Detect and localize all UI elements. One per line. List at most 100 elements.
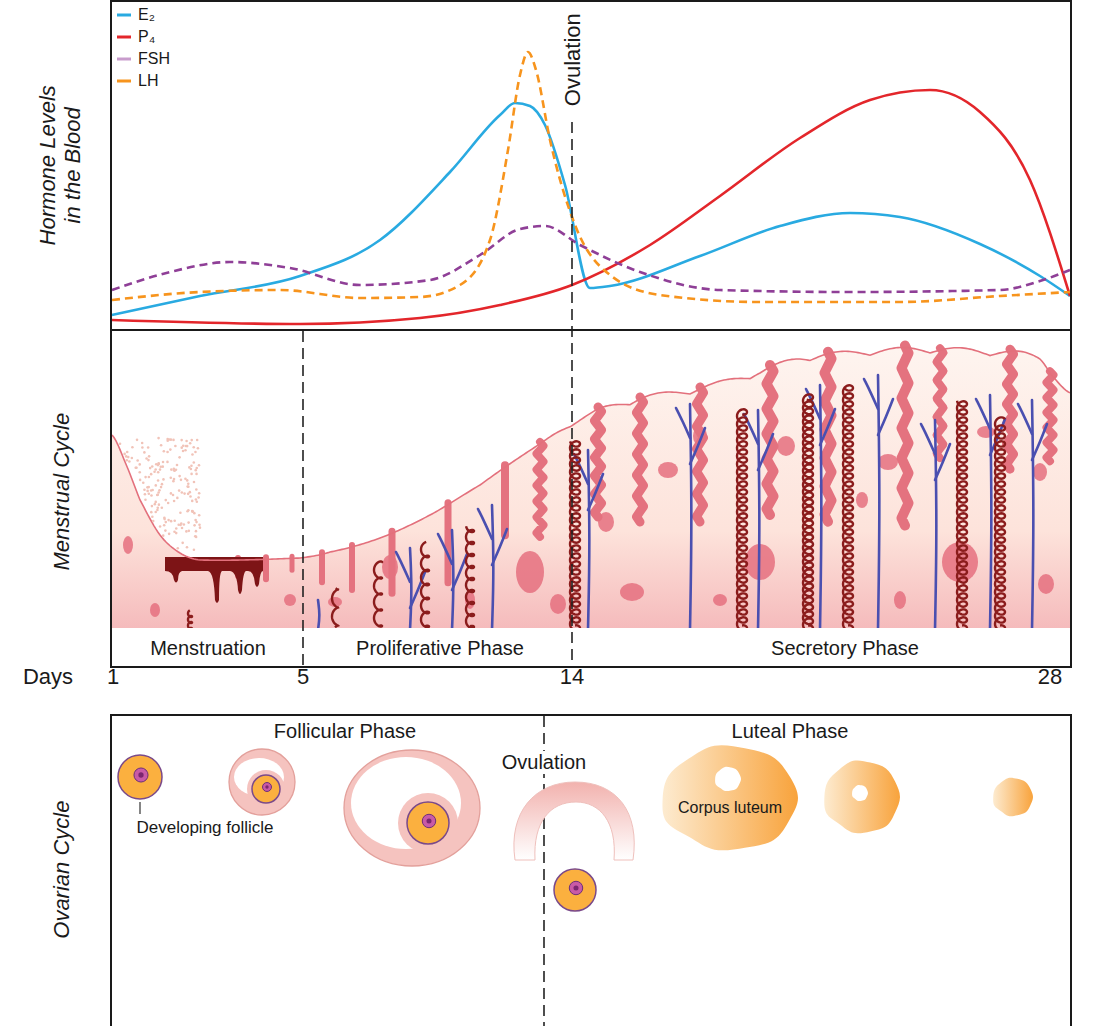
shed-tissue	[180, 446, 183, 449]
uterine-gland	[937, 348, 944, 458]
legend-swatch	[116, 32, 132, 42]
shed-tissue	[150, 494, 153, 497]
phase-markers	[303, 122, 572, 1026]
oocyte	[407, 802, 449, 844]
uterine-gland	[501, 465, 509, 535]
vein	[921, 420, 950, 628]
oocyte-nucleus	[134, 768, 148, 782]
shed-tissue	[195, 488, 198, 491]
shed-tissue	[190, 465, 193, 468]
shed-tissue	[196, 439, 199, 442]
shed-tissue	[193, 524, 196, 527]
spiral-artery	[466, 526, 474, 628]
shed-tissue	[139, 479, 142, 482]
shed-tissue	[191, 510, 194, 513]
shed-tissue	[154, 503, 157, 506]
event-label: Ovulation	[559, 14, 584, 107]
menstrual-blood	[165, 557, 263, 603]
shed-tissue	[186, 479, 189, 482]
hormone-curve	[112, 52, 1070, 302]
shed-tissue	[187, 485, 190, 488]
vein-branch	[935, 444, 950, 480]
axis-title: Hormone Levels in the Blood	[35, 79, 86, 251]
stroma-cell	[713, 594, 727, 606]
vein-branch	[864, 379, 878, 409]
shed-tissue	[185, 530, 188, 533]
shed-tissue	[143, 451, 146, 454]
leader-line	[139, 802, 140, 814]
vein	[864, 375, 893, 628]
vein-branch	[758, 434, 773, 470]
shed-tissue	[195, 467, 198, 470]
corpus-luteum-cavity	[715, 767, 741, 791]
legend-swatch	[116, 76, 132, 86]
oocyte-nucleus	[263, 783, 272, 792]
shed-tissue	[192, 446, 195, 449]
shed-tissue	[159, 525, 162, 528]
nucleolus	[138, 772, 143, 777]
shed-tissue	[198, 464, 201, 467]
legend-entry: E₂	[116, 4, 170, 26]
shed-tissue	[194, 535, 197, 538]
vein-branch	[588, 450, 589, 628]
shed-tissue	[163, 524, 166, 527]
shed-tissue	[126, 451, 129, 454]
legend-label: E₂	[138, 6, 155, 24]
panel-frame: Ovarian CycleFollicular PhaseOvulationLu…	[110, 714, 1072, 1026]
spiral-artery	[843, 385, 853, 628]
shed-tissue	[156, 493, 159, 496]
shed-tissue	[127, 456, 130, 459]
stroma-cell	[894, 591, 906, 609]
legend-swatch	[116, 54, 132, 64]
vein	[976, 395, 1005, 628]
shed-tissue	[166, 451, 169, 454]
vein-branch	[976, 399, 990, 429]
shed-tissue	[167, 519, 170, 522]
shed-tissue	[198, 523, 201, 526]
shed-tissue	[154, 501, 157, 504]
shed-tissue	[146, 486, 149, 489]
legend: E₂P₄FSHLH	[116, 4, 170, 92]
shed-tissue	[153, 470, 156, 473]
shed-tissue	[151, 489, 154, 492]
axis-label: Days	[23, 664, 73, 689]
stroma-cell	[777, 436, 795, 456]
stroma-cell	[878, 454, 898, 470]
shed-tissue	[179, 511, 182, 514]
swatch-line	[117, 58, 131, 61]
shed-tissue	[161, 483, 164, 486]
vein	[318, 600, 319, 628]
shed-tissue	[178, 456, 181, 459]
shed-tissue	[162, 478, 165, 481]
shed-tissue	[181, 542, 184, 545]
shed-tissue	[144, 493, 147, 496]
shed-tissue	[154, 511, 157, 514]
shed-tissue	[156, 509, 159, 512]
shed-tissue	[166, 461, 169, 464]
shed-tissue	[136, 459, 139, 462]
endometrium-tissue	[112, 347, 1070, 628]
shed-tissue	[119, 443, 122, 446]
nucleolus	[426, 818, 431, 823]
shed-tissue	[181, 527, 184, 530]
shed-tissue	[123, 453, 126, 456]
vein-branch	[690, 428, 705, 464]
phase-label: Luteal Phase	[732, 720, 849, 743]
shed-tissue	[186, 510, 189, 513]
shed-tissue	[154, 468, 157, 471]
shed-tissue	[145, 457, 148, 460]
spiral-artery	[995, 417, 1005, 628]
shed-tissue	[175, 468, 178, 471]
shed-tissue	[162, 534, 165, 537]
shed-tissue	[141, 442, 144, 445]
shed-tissue	[162, 461, 165, 464]
shed-tissue	[138, 463, 141, 466]
vein-branch	[478, 509, 492, 539]
stroma-cell	[516, 551, 544, 593]
stroma-cell	[658, 462, 678, 478]
vein-branch	[396, 552, 410, 582]
cumulus	[247, 770, 285, 808]
shed-tissue	[172, 439, 175, 442]
vein	[1018, 400, 1047, 628]
shed-tissue	[175, 532, 178, 535]
